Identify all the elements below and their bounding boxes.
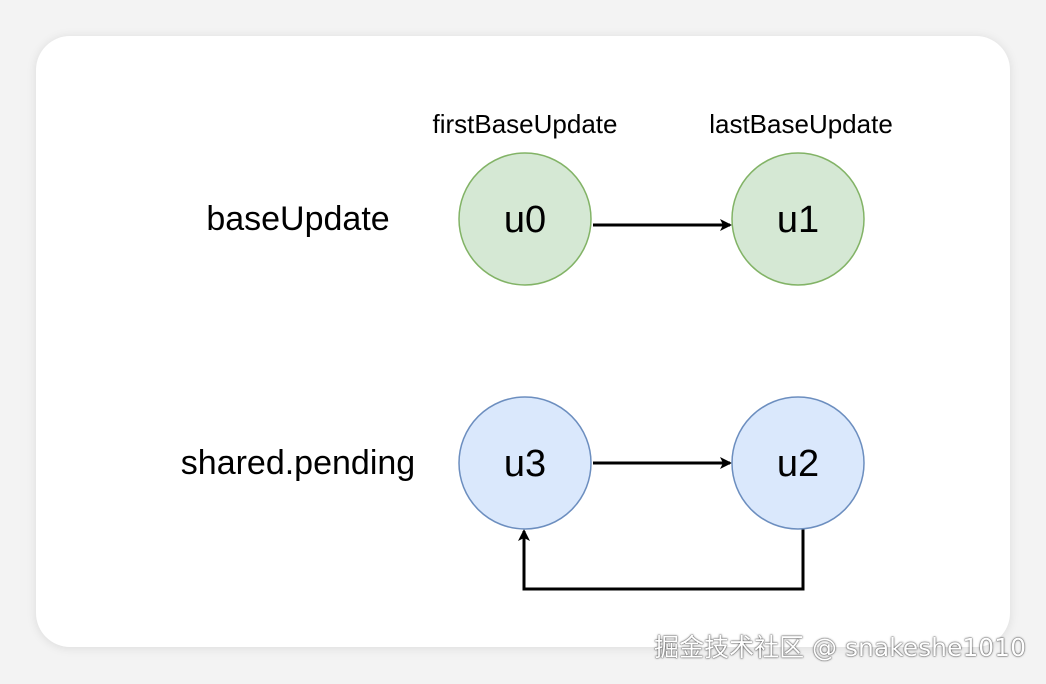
first-base-update-label: firstBaseUpdate	[433, 109, 618, 139]
node-u2	[731, 396, 865, 530]
node-u1-label: u1	[777, 199, 819, 241]
node-u3	[458, 396, 592, 530]
node-u1	[731, 152, 865, 286]
last-base-update-label: lastBaseUpdate	[709, 109, 893, 139]
node-u3-label: u3	[504, 443, 546, 485]
row-label-base-update: baseUpdate	[206, 200, 389, 238]
row-label-shared-pending: shared.pending	[181, 444, 415, 482]
edge-u2-to-u3-loop	[518, 529, 805, 591]
watermark: 掘金技术社区 @ snakeshe1010	[654, 633, 1026, 662]
node-u0	[458, 152, 592, 286]
node-u2-label: u2	[777, 443, 819, 485]
node-u0-label: u0	[504, 199, 546, 241]
